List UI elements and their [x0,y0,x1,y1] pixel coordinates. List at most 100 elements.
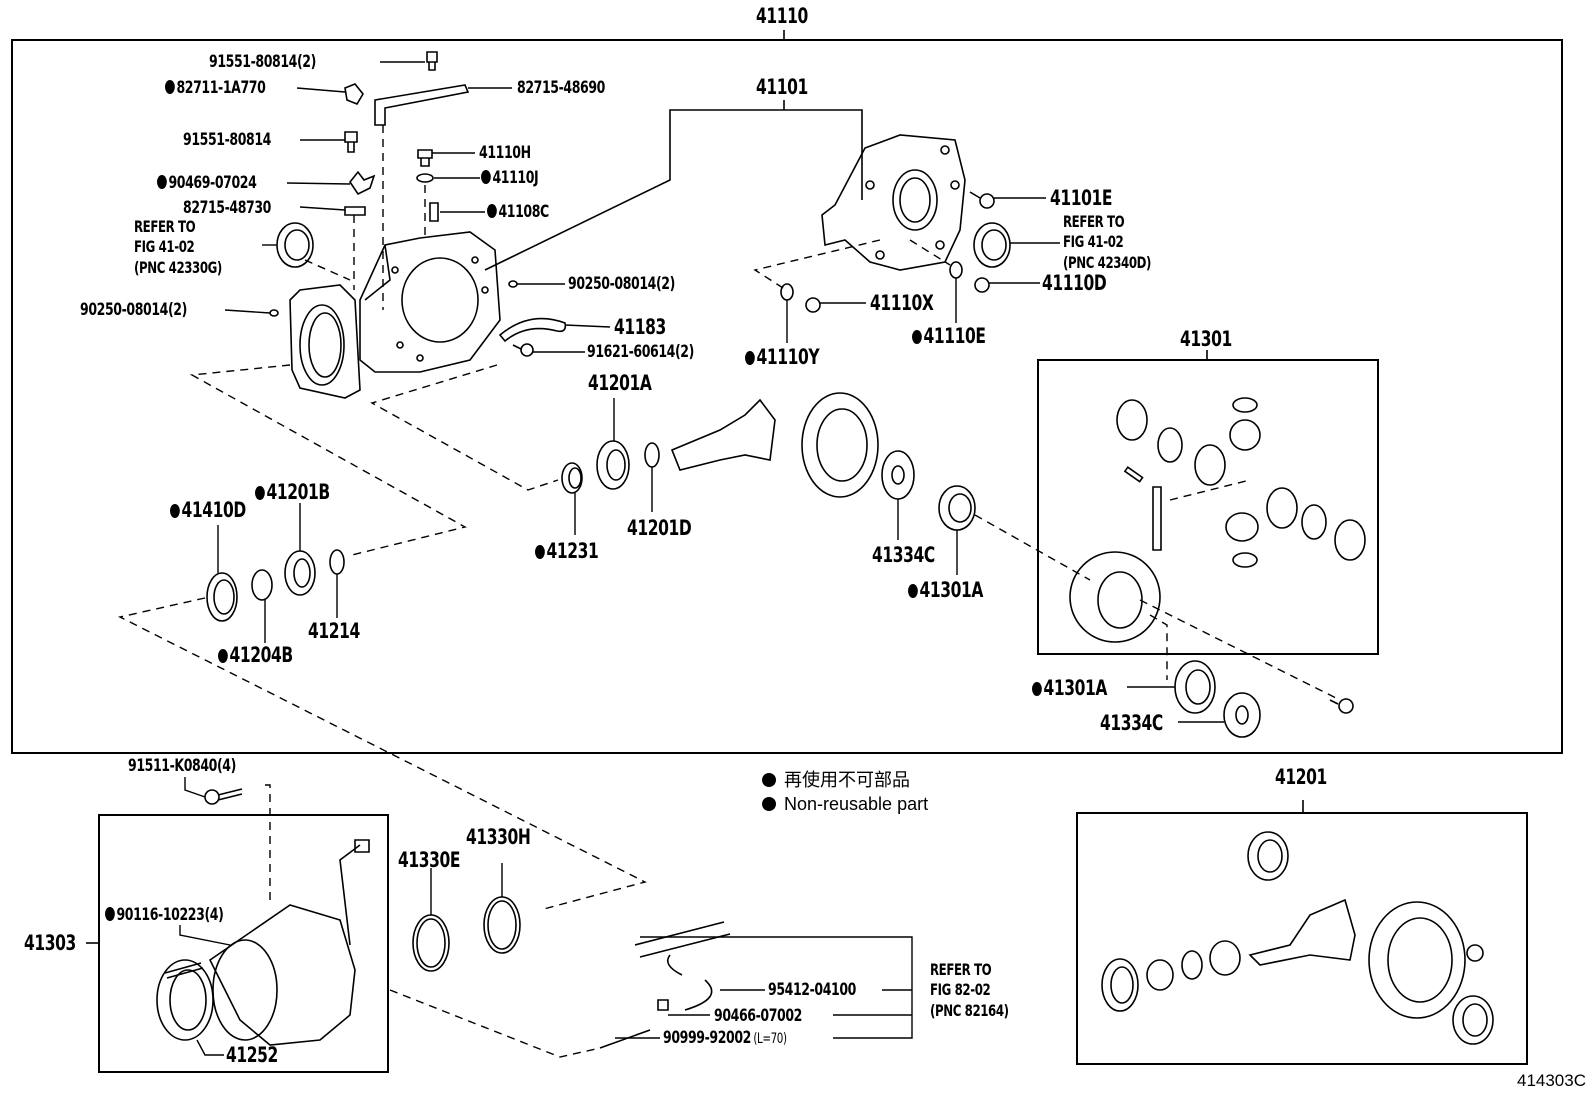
extension-housing-41101 [822,135,965,270]
figure-number: 414303C [1516,1071,1586,1090]
bearing-41301A [939,486,975,530]
non-reusable-marker [487,204,497,218]
callout-41201A[interactable]: 41201A [588,373,652,394]
callout-41330E[interactable]: 41330E [398,850,460,871]
legend-item-jp: 再使用不可部品 [762,768,928,792]
callout-text: 41201D [627,516,692,540]
clip-90469 [350,172,374,194]
callout-41201D[interactable]: 41201D [627,516,692,540]
callout-text: 41410D [181,498,246,522]
callout-text: REFER TO FIG 41-02 (PNC 42330G) [134,217,222,277]
callout-41330H[interactable]: 41330H [466,827,531,848]
callout-text: 82711-1A770 [176,78,266,98]
callout-41303[interactable]: 41303 [24,933,76,954]
pin-90250-left [270,310,278,316]
plug-41110D [975,278,989,292]
callout-text: 90250-08014(2) [80,300,187,320]
callout-91621-60614[interactable]: 91621-60614(2) [587,344,694,361]
oil-seal-41410D [207,573,237,621]
callout-41110D[interactable]: 41110D [1042,273,1107,294]
refer-to-fig-41-02-42330G[interactable]: REFER TO FIG 41-02 (PNC 42330G) [134,217,222,278]
callout-text: 82715-48730 [183,198,271,218]
callout-90250-08014-right[interactable]: 90250-08014(2) [568,276,675,293]
callout-95412-04100[interactable]: 95412-04100 [768,982,856,999]
bolt-91621 [513,344,533,356]
legend-text: 再使用不可部品 [784,770,910,790]
bearing-41201A [597,441,629,489]
callout-41101E[interactable]: 41101E [1050,188,1112,209]
callout-text: 41110J [492,168,539,188]
callout-41301[interactable]: 41301 [1180,329,1232,350]
callout-82715-48690[interactable]: 82715-48690 [517,80,605,97]
callout-text: 41334C [872,543,935,567]
differential-carrier-housing [290,232,500,398]
callout-text: 41330E [398,848,461,872]
callout-41214[interactable]: 41214 [308,621,360,642]
callout-90469-07024[interactable]: 90469-07024 [157,175,257,192]
callout-41334C-b[interactable]: 41334C [1100,713,1163,734]
callout-41252[interactable]: 41252 [226,1045,278,1066]
callout-41110H[interactable]: 41110H [479,145,531,162]
callout-41301A-b[interactable]: 41301A [1032,678,1107,699]
washer-41334C [882,451,914,499]
subassembly-frame-41303 [99,815,388,1072]
callout-91511-K0840[interactable]: 91511-K0840(4) [128,758,236,775]
bracket-82715-48690 [375,85,468,125]
plate-41183 [500,319,565,341]
callout-41410D[interactable]: 41410D [170,500,246,521]
callout-41108C[interactable]: 41108C [487,204,549,221]
non-reusable-marker [481,170,491,184]
o-ring-41330H [484,897,520,953]
refer-to-fig-82-02-82164[interactable]: REFER TO FIG 82-02 (PNC 82164) [930,960,1009,1021]
leader-41101 [485,110,862,270]
bolt-91511 [205,789,242,804]
callout-41110E[interactable]: 41110E [912,326,986,347]
callout-90250-08014-left[interactable]: 90250-08014(2) [80,302,187,319]
callout-41231[interactable]: 41231 [535,539,599,563]
pin-90250-right [509,281,517,287]
callout-90999-92002[interactable]: 90999-92002(L=70) [663,1030,787,1047]
callout-text: 41108C [498,202,549,222]
callout-text: 41101 [756,75,808,99]
washer-41201D [645,443,659,467]
o-ring-41330E [413,915,449,971]
callout-91551-80814-2[interactable]: 91551-80814(2) [209,54,316,71]
drive-pinion [672,400,775,470]
callout-41110X[interactable]: 41110X [870,291,934,315]
non-reusable-marker [105,907,115,921]
callout-41204B[interactable]: 41204B [218,645,293,666]
washer-41214 [330,550,344,574]
callout-41201[interactable]: 41201 [1275,767,1327,788]
gasket-41110E [950,262,962,278]
seal-41252 [157,960,213,1040]
callout-41301A-a[interactable]: 41301A [908,580,983,601]
callout-text: 41110Y [756,345,820,369]
non-reusable-marker [912,330,922,344]
subassembly-frame-41301 [1038,360,1378,654]
callout-90116-10223[interactable]: 90116-10223(4) [105,907,224,924]
callout-text: 41110X [870,291,934,315]
callout-text: 41110H [479,143,531,163]
non-reusable-marker [1032,682,1042,696]
bolt-ring-gear [1330,699,1353,713]
callout-41183[interactable]: 41183 [614,317,666,338]
pinion-ring-gear-kit [1102,832,1493,1044]
callout-82711-1A770[interactable]: 82711-1A770 [165,78,266,98]
callout-41101[interactable]: 41101 [756,77,808,98]
legend-text: Non-reusable part [784,794,929,814]
callout-text: 41101E [1050,186,1113,210]
callout-41201B[interactable]: 41201B [255,482,330,503]
callout-41110[interactable]: 41110 [756,6,808,27]
callout-41110Y[interactable]: 41110Y [745,345,820,369]
bolt-91551-top [427,52,437,70]
callout-90466-07002[interactable]: 90466-07002 [714,1008,802,1025]
non-reusable-marker [170,504,180,518]
callout-82715-48730[interactable]: 82715-48730 [183,200,271,217]
callout-text: 41214 [308,619,360,643]
callout-91551-80814[interactable]: 91551-80814 [183,132,271,149]
callout-41110J[interactable]: 41110J [481,168,539,188]
callout-41334C-a[interactable]: 41334C [872,545,935,566]
callout-text: 41231 [546,539,599,563]
refer-to-fig-41-02-42340D[interactable]: REFER TO FIG 41-02 (PNC 42340D) [1063,212,1151,273]
subassembly-frame-41201 [1077,813,1527,1064]
